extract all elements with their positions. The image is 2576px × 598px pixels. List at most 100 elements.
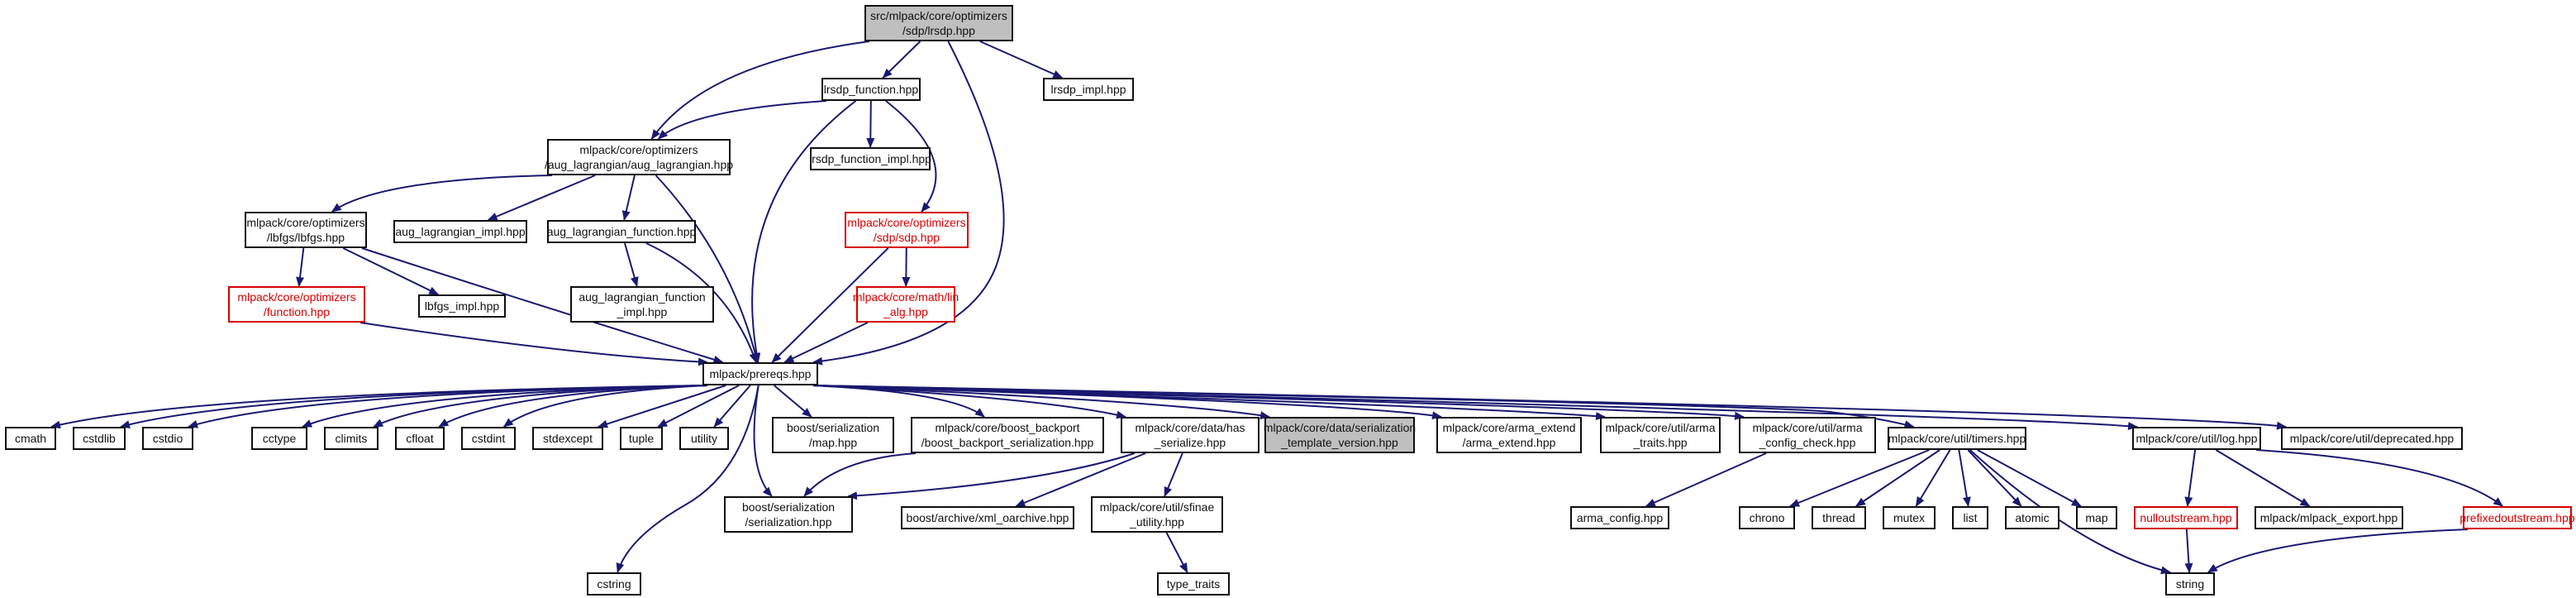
node-label: list — [1963, 511, 1978, 524]
node-arma_config_check[interactable]: mlpack/core/util/arma_config_check.hpp — [1739, 417, 1876, 453]
node-label: chrono — [1749, 511, 1785, 524]
node-label: tuple — [628, 432, 655, 445]
node-utility: utility — [679, 427, 729, 450]
edge-lbfgs-function — [296, 247, 305, 287]
node-label: thread — [1822, 511, 1855, 524]
node-label: mlpack/core/util/deprecated.hpp — [2289, 432, 2455, 445]
node-xml_oarchive: boost/archive/xml_oarchive.hpp — [901, 506, 1074, 529]
edge-function-prereqs — [359, 322, 708, 366]
node-boost_backport[interactable]: mlpack/core/boost_backport/boost_backpor… — [911, 417, 1104, 453]
node-label: mlpack/core/util/arma — [1605, 421, 1716, 434]
node-cmath: cmath — [5, 427, 56, 450]
node-label: lrsdp_function.hpp — [823, 83, 919, 96]
node-lbfgs_impl[interactable]: lbfgs_impl.hpp — [418, 294, 506, 318]
edge-aug_lagrangian-aug_lagrangian_impl — [487, 175, 596, 221]
edge-lrsdp_function-lrsdp_function_impl — [866, 100, 875, 148]
edge-timers-atomic — [1967, 449, 2022, 507]
node-label: arma_config.hpp — [1576, 511, 1664, 524]
node-aug_lagrangian[interactable]: mlpack/core/optimizers/aug_lagrangian/au… — [544, 139, 734, 175]
node-label: boost/archive/xml_oarchive.hpp — [906, 511, 1069, 524]
edge-lbfgs-lbfgs_impl — [342, 247, 440, 295]
node-aug_lagrangian_function_impl[interactable]: aug_lagrangian_function_impl.hpp — [570, 286, 714, 323]
node-label: mlpack/core/optimizers — [579, 143, 698, 156]
node-label: /sdp/lrsdp.hpp — [902, 24, 975, 37]
node-cstring: cstring — [587, 572, 641, 596]
node-label: mlpack/core/boost_backport — [935, 421, 1080, 434]
node-arma_extend[interactable]: mlpack/core/arma_extend/arma_extend.hpp — [1436, 417, 1582, 453]
edge-boost_backport-serialization — [803, 452, 917, 497]
edge-timers-string — [1969, 449, 2171, 575]
edge-aug_lagrangian_function-aug_lagrangian_function_impl — [624, 242, 639, 287]
edge-timers-list — [1958, 449, 1971, 507]
node-label: cfloat — [406, 432, 434, 445]
node-sfinae[interactable]: mlpack/core/util/sfinae_utility.hpp — [1091, 496, 1223, 533]
node-lrsdp_function_impl[interactable]: lrsdp_function_impl.hpp — [809, 147, 931, 170]
edge-prereqs-utility — [713, 385, 751, 428]
node-lin_alg[interactable]: mlpack/core/math/lin_alg.hpp — [853, 286, 959, 323]
node-label: /boost_backport_serialization.hpp — [921, 436, 1094, 449]
node-label: cstdio — [152, 432, 183, 445]
node-label: mlpack/core/util/log.hpp — [2136, 432, 2258, 445]
node-timers[interactable]: mlpack/core/util/timers.hpp — [1888, 427, 2026, 450]
node-lrsdp_function[interactable]: lrsdp_function.hpp — [821, 78, 921, 101]
edge-lin_alg-prereqs — [783, 322, 869, 363]
node-aug_lagrangian_function[interactable]: aug_lagrangian_function.hpp — [547, 220, 696, 243]
node-label: /sdp/sdp.hpp — [873, 231, 940, 244]
edge-prereqs-ser_map — [774, 385, 812, 418]
edge-lbfgs-prereqs — [361, 247, 724, 364]
node-lrsdp: src/mlpack/core/optimizers/sdp/lrsdp.hpp — [864, 5, 1013, 41]
node-log[interactable]: mlpack/core/util/log.hpp — [2132, 427, 2261, 450]
node-prefixedoutstream[interactable]: prefixedoutstream.hpp — [2459, 506, 2575, 529]
node-sdp[interactable]: mlpack/core/optimizers/sdp/sdp.hpp — [845, 212, 969, 248]
edge-prereqs-deprecated — [812, 385, 2287, 430]
node-label: lrsdp_function_impl.hpp — [809, 152, 931, 165]
edge-timers-map — [1977, 449, 2082, 507]
node-lbfgs[interactable]: mlpack/core/optimizers/lbfgs/lbfgs.hpp — [245, 212, 367, 248]
node-chrono: chrono — [1739, 506, 1795, 529]
node-label: mutex — [1893, 511, 1926, 524]
node-tuple: tuple — [620, 427, 663, 450]
node-label: boost/serialization — [741, 500, 836, 514]
node-ser_map: boost/serialization/map.hpp — [772, 417, 894, 453]
node-lrsdp_impl[interactable]: lrsdp_impl.hpp — [1043, 78, 1134, 101]
node-label: mlpack/core/arma_extend — [1442, 421, 1576, 434]
node-label: mlpack/core/data/serialization — [1263, 421, 1417, 434]
node-label: _utility.hpp — [1130, 515, 1184, 529]
edge-lrsdp-prereqs — [812, 41, 1005, 366]
node-ser_template_version[interactable]: mlpack/core/data/serialization_template_… — [1263, 417, 1417, 453]
node-label: /aug_lagrangian/aug_lagrangian.hpp — [544, 158, 734, 171]
node-aug_lagrangian_impl[interactable]: aug_lagrangian_impl.hpp — [393, 220, 527, 243]
node-label: _config_check.hpp — [1759, 436, 1856, 449]
edge-lrsdp-lrsdp_function — [882, 41, 921, 79]
node-label: _serialize.hpp — [1154, 436, 1226, 449]
edge-prereqs-has_serialize — [812, 385, 1126, 419]
edge-log-nulloutstream — [2184, 449, 2197, 507]
node-cfloat: cfloat — [395, 427, 445, 450]
edge-lrsdp_function-sdp — [885, 100, 937, 213]
node-label: /serialization.hpp — [745, 515, 832, 529]
edge-sdp-lin_alg — [902, 247, 911, 287]
node-cstdint: cstdint — [461, 427, 516, 450]
node-label: prefixedoutstream.hpp — [2459, 511, 2575, 524]
node-mutex: mutex — [1883, 506, 1936, 529]
node-has_serialize[interactable]: mlpack/core/data/has _serialize.hpp — [1121, 417, 1259, 453]
node-nulloutstream[interactable]: nulloutstream.hpp — [2134, 506, 2238, 529]
node-label: atomic — [2015, 511, 2050, 524]
node-label: mlpack/core/optimizers — [847, 216, 966, 229]
node-label: _alg.hpp — [883, 305, 928, 318]
node-prereqs[interactable]: mlpack/prereqs.hpp — [702, 362, 818, 385]
node-label: cstdint — [471, 432, 506, 445]
node-label: map — [2085, 511, 2108, 524]
node-label: mlpack/core/data/has — [1135, 421, 1245, 434]
edge-arma_config_check-arma_config — [1645, 452, 1767, 507]
edge-group — [50, 41, 2504, 575]
edge-aug_lagrangian-prereqs — [655, 175, 759, 363]
edge-timers-mutex — [1915, 449, 1951, 507]
edge-lrsdp-lrsdp_impl — [979, 41, 1064, 79]
node-function[interactable]: mlpack/core/optimizers/function.hpp — [228, 286, 365, 323]
edge-prereqs-arma_traits — [812, 385, 1606, 421]
node-label: aug_lagrangian_impl.hpp — [395, 225, 526, 238]
node-label: src/mlpack/core/optimizers — [870, 9, 1007, 22]
node-deprecated[interactable]: mlpack/core/util/deprecated.hpp — [2281, 427, 2463, 450]
node-arma_traits[interactable]: mlpack/core/util/arma_traits.hpp — [1600, 417, 1721, 453]
